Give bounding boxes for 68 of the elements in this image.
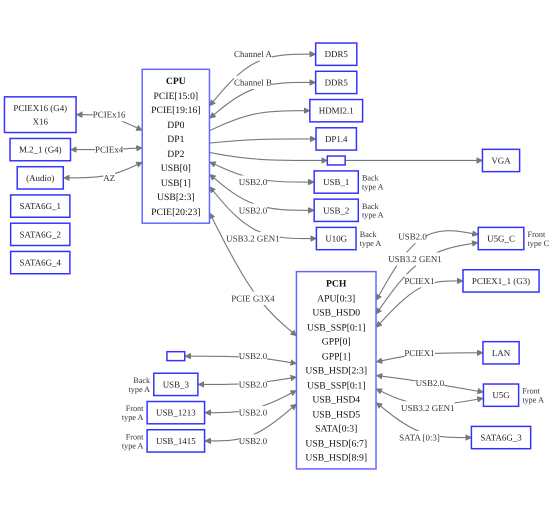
edge-label: Channel A xyxy=(234,48,272,60)
edge-label: PCIEX1 xyxy=(404,276,435,286)
node-label: Front type C xyxy=(528,230,550,248)
arrow xyxy=(345,157,483,164)
arrow xyxy=(209,136,316,144)
edge-label: USB2.0 xyxy=(238,407,268,418)
node-box: PCH APU[0:3] USB_HSD0 USB_SSP[0:1] GPP[0] GPP[1] USB_HSD[2:3] USB_SSP[0:1] USB_HSD4 USB_HSD5 SATA[0:3] USB_HSD[6:7] USB_HSD[8:9] xyxy=(296,270,377,470)
node-label: Back type A xyxy=(128,376,150,394)
node-box: U10G xyxy=(316,226,357,250)
arrow xyxy=(376,372,484,394)
node-label: Back type A xyxy=(362,174,384,192)
arrow xyxy=(376,240,478,314)
edge-label: AZ xyxy=(103,172,116,184)
edge-label: PCIE G3X4 xyxy=(231,293,275,304)
edge-label: USB2.0 xyxy=(398,231,427,242)
node-box: USB_2 xyxy=(313,198,360,222)
node-box xyxy=(166,350,186,362)
node-box: SATA6G_1 xyxy=(10,194,71,218)
arrow xyxy=(376,278,464,328)
arrow xyxy=(209,152,328,164)
node-box: M.2_1 (G4) xyxy=(9,138,72,162)
edge-label: PCIEx16 xyxy=(92,109,126,120)
edge-label: USB2.0 xyxy=(238,176,268,188)
edge-label: SATA [0:3] xyxy=(399,432,440,443)
edge-label: USB2.0 xyxy=(416,378,444,388)
arrow xyxy=(209,50,316,106)
node-label: Back type A xyxy=(360,230,382,248)
node-box: SATA6G_4 xyxy=(10,250,71,274)
node-box: USB_1 xyxy=(313,170,360,194)
node-box xyxy=(326,155,346,166)
edge-label: PCIEx4 xyxy=(95,144,124,155)
node-box: SATA6G_2 xyxy=(10,222,71,246)
node-box: U5G_C xyxy=(477,226,525,250)
node-box: SATA6G_3 xyxy=(470,426,532,450)
node-label: Front type A xyxy=(122,404,144,422)
edge-label: Channel B xyxy=(234,77,272,88)
edge-label: USB2.0 xyxy=(238,350,268,362)
edge-label: PCIEX1 xyxy=(404,348,435,358)
node-box: DP1.4 xyxy=(315,127,358,151)
node-box: USB_1415 xyxy=(146,429,206,453)
node-box: VGA xyxy=(482,148,520,172)
node-label: Front type A xyxy=(122,432,144,450)
arrow xyxy=(204,404,297,444)
arrow xyxy=(209,212,297,336)
node-box: DDR5 xyxy=(314,70,358,94)
edge-label: USB2.0 xyxy=(238,379,268,390)
node-box: CPU PCIE[15:0] PCIE[19:16] DP0 DP1 DP2 USB[0] USB[1] USB[2:3] PCIE[20:23] xyxy=(141,68,210,224)
arrow xyxy=(376,230,479,301)
node-box: U5G xyxy=(482,383,520,408)
node-label: Back type A xyxy=(362,202,384,220)
edge-label: USB2.0 xyxy=(238,436,268,446)
node-box: PCIEX1_1 (G3) xyxy=(462,269,540,293)
edge-label: USB3.2 GEN1 xyxy=(401,402,455,414)
node-box: HDMI2.1 xyxy=(309,98,364,123)
node-label: Front type A xyxy=(522,386,544,405)
arrow xyxy=(63,162,143,182)
node-box: USB_3 xyxy=(153,372,199,396)
node-box: DDR5 xyxy=(314,42,358,66)
node-box: PCIEX16 (G4) X16 xyxy=(4,96,77,134)
edge-label: USB3.2 GEN1 xyxy=(388,254,442,264)
node-box: (Audio) xyxy=(16,166,64,190)
node-box: USB_1213 xyxy=(146,400,206,425)
node-box: LAN xyxy=(482,340,520,365)
arrow xyxy=(209,107,310,132)
arrow xyxy=(209,186,317,242)
edge-label: USB2.0 xyxy=(238,205,268,216)
arrow xyxy=(209,174,314,214)
edge-label: USB3.2 GEN1 xyxy=(226,233,280,244)
